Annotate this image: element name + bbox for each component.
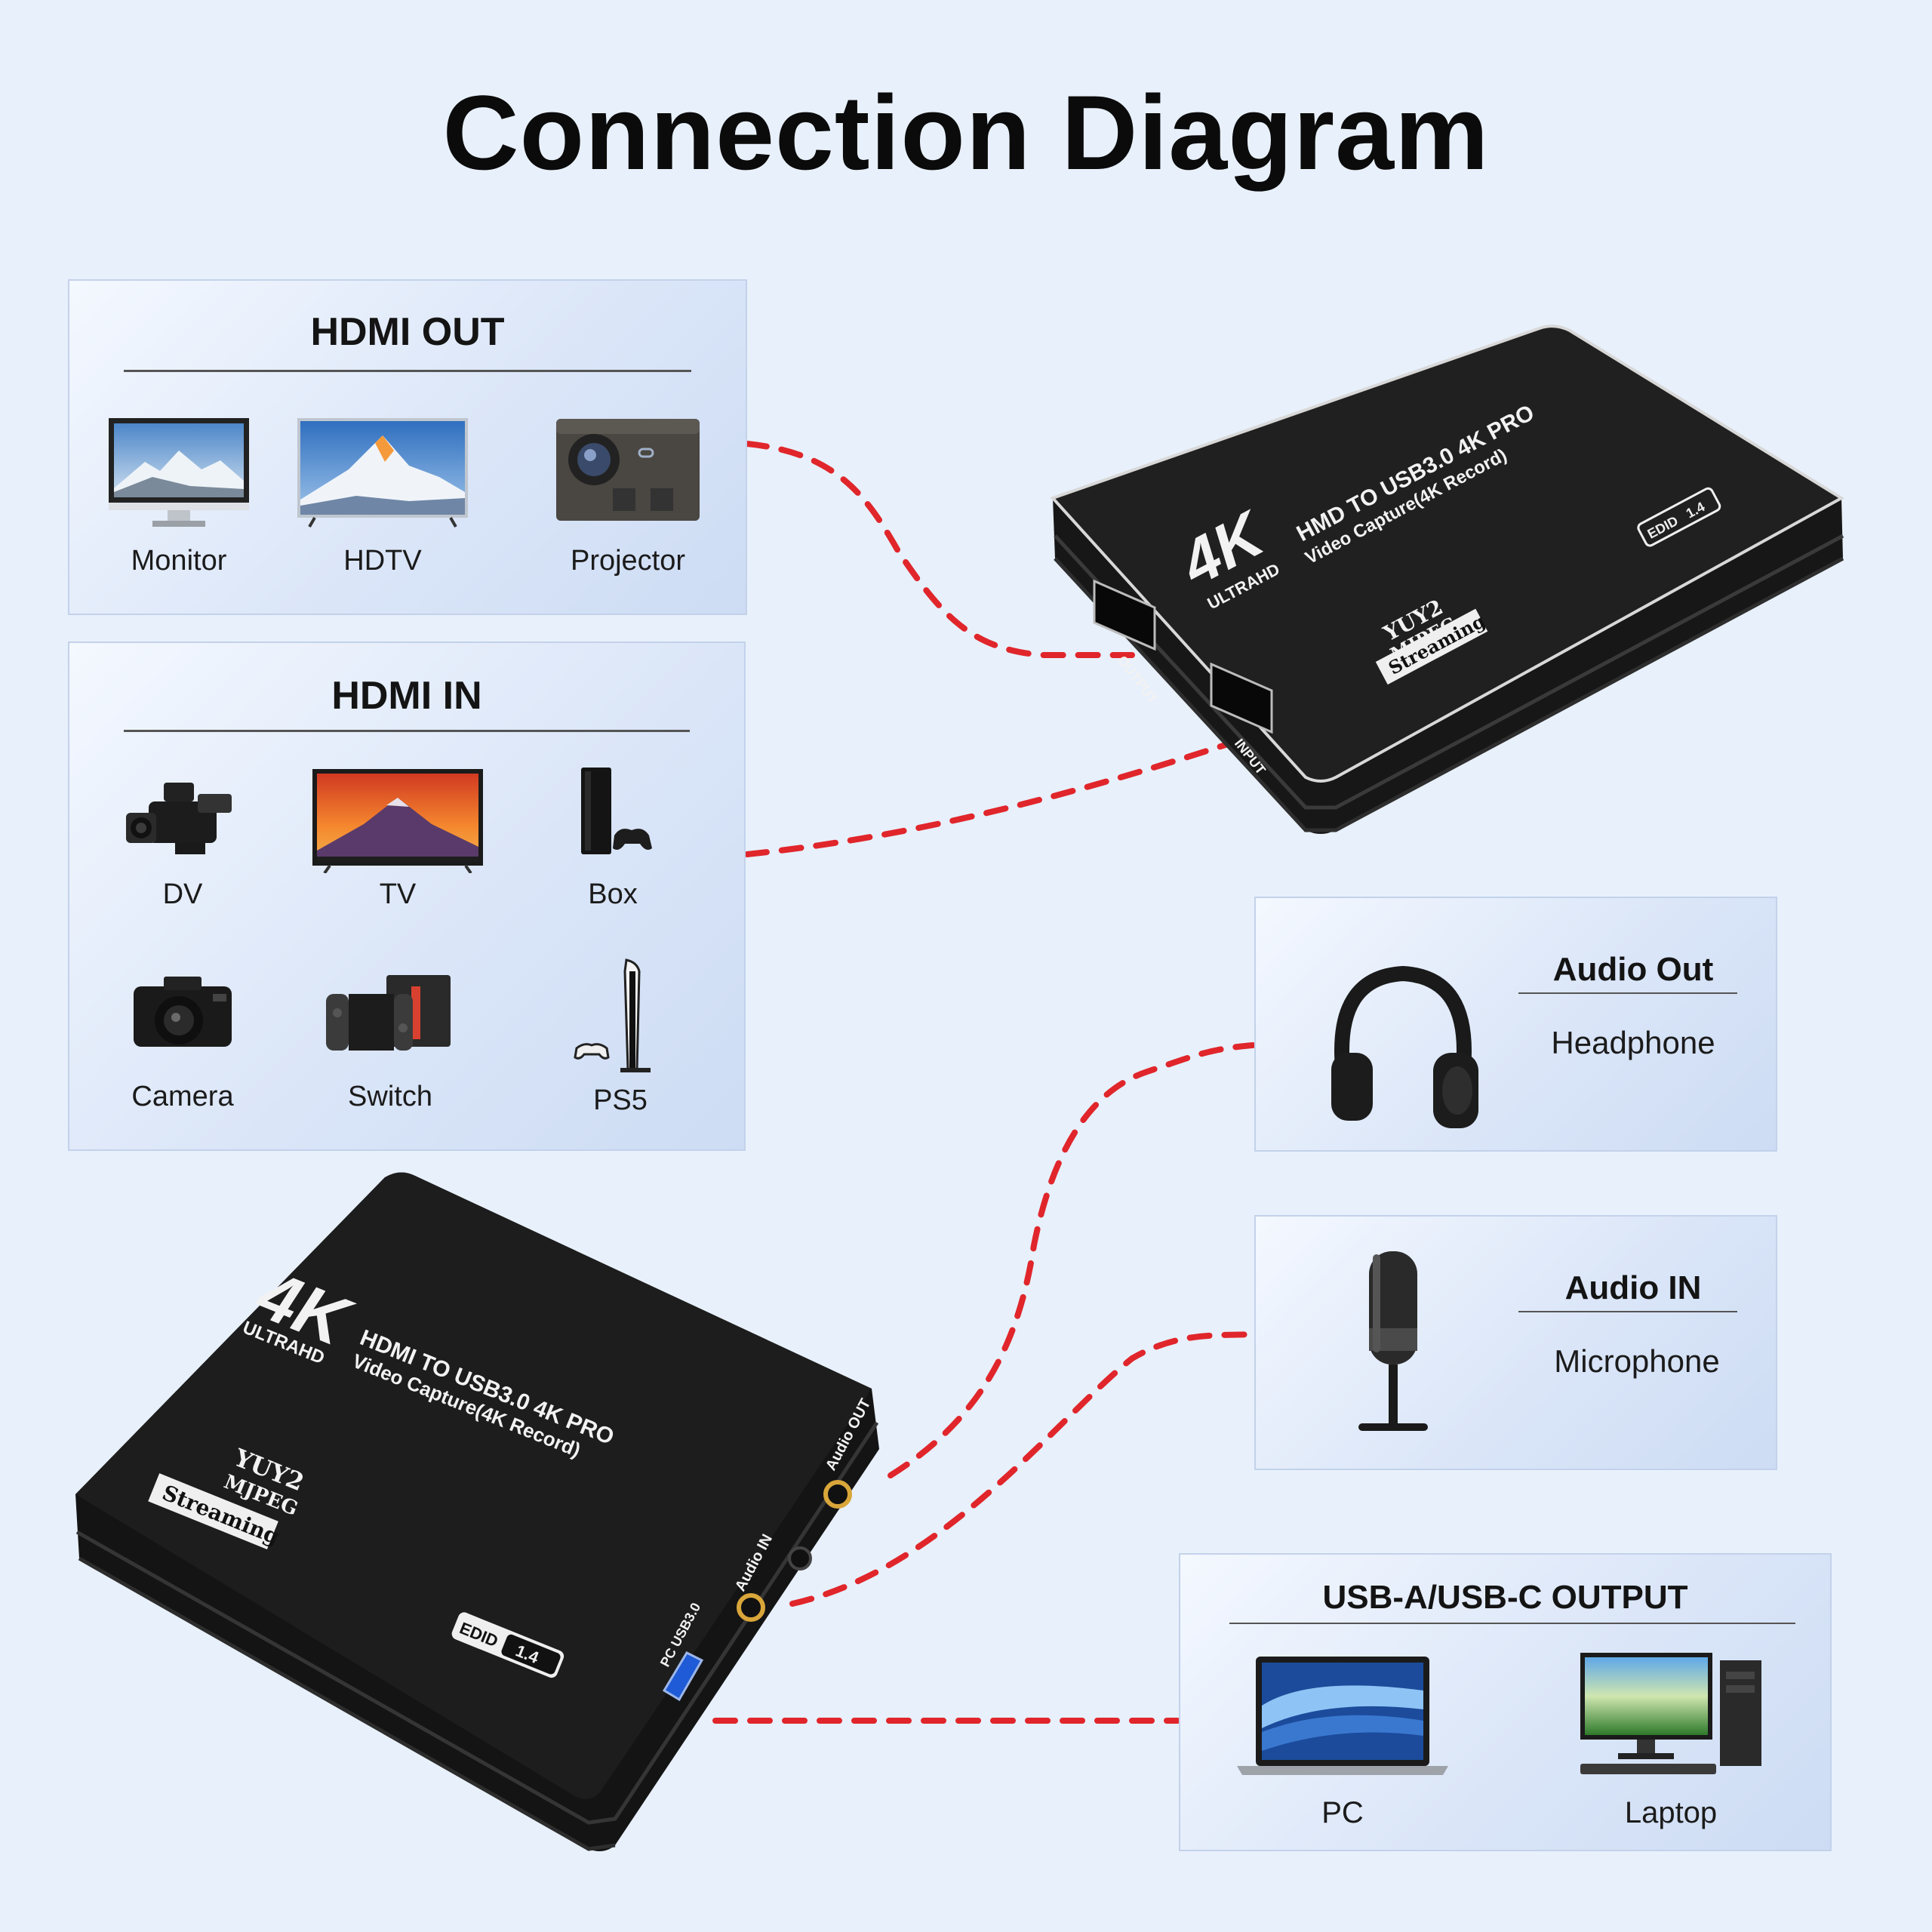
desktop-computer-icon xyxy=(1580,1653,1761,1774)
dv-label: DV xyxy=(162,878,203,910)
monitor-label: Monitor xyxy=(131,545,227,577)
ps5-item: PS5 xyxy=(560,956,681,1118)
audio-in-item: Microphone xyxy=(1554,1343,1720,1379)
box-item: Box xyxy=(552,764,673,922)
hdmi-out-panel: HDMI OUT Monitor xyxy=(68,279,747,615)
capture-device-bottom: 4K ULTRAHD HDMI TO USB3.0 4K PRO Video C… xyxy=(75,1172,879,1852)
console-box-icon xyxy=(581,768,652,854)
hdmi-in-heading: HDMI IN xyxy=(331,674,482,718)
pc-item: PC xyxy=(1229,1653,1456,1838)
audio-in-heading: Audio IN xyxy=(1564,1269,1702,1306)
usb-port xyxy=(662,1651,704,1702)
projector-item: Projector xyxy=(541,413,715,577)
tv-label: TV xyxy=(379,878,417,910)
hdtv-icon xyxy=(297,418,468,528)
box-label: Box xyxy=(588,878,638,910)
hdmi-in-connector xyxy=(744,740,1233,857)
audio-out-jack xyxy=(823,1480,852,1509)
laptop-label: Laptop xyxy=(1624,1796,1718,1829)
usb-output-panel: USB-A/USB-C OUTPUT PC xyxy=(1179,1553,1832,1851)
switch-label: Switch xyxy=(348,1081,432,1112)
hdmi-in-panel: HDMI IN DV xyxy=(68,641,746,1151)
hdmi-output-port xyxy=(1093,579,1156,651)
laptop-item: Laptop xyxy=(1569,1649,1773,1838)
camera-item: Camera xyxy=(115,968,251,1118)
monitor-item: Monitor xyxy=(103,417,254,577)
ps5-label: PS5 xyxy=(593,1084,648,1116)
divider xyxy=(1518,1311,1737,1312)
switch-item: Switch xyxy=(315,971,466,1118)
audio-out-panel: Audio Out Headphone xyxy=(1254,897,1777,1152)
hdtv-label: HDTV xyxy=(343,545,422,577)
laptop-icon xyxy=(1237,1657,1448,1775)
hdmi-input-port xyxy=(1210,662,1273,734)
hdmi-out-connector xyxy=(744,441,1135,658)
headphone-icon xyxy=(1331,965,1478,1128)
projector-icon xyxy=(556,419,700,521)
headphone-jack xyxy=(788,1546,812,1571)
divider xyxy=(124,730,690,732)
divider xyxy=(1229,1623,1795,1624)
audio-in-connector xyxy=(789,1331,1256,1607)
camera-label: Camera xyxy=(131,1081,234,1112)
divider xyxy=(124,370,691,372)
projector-label: Projector xyxy=(570,545,686,577)
game-switch-icon xyxy=(326,975,451,1051)
capture-device-top: 4K ULTRAHD HMD TO USB3.0 4K PRO Video Ca… xyxy=(1050,325,1844,834)
audio-out-heading: Audio Out xyxy=(1552,951,1714,988)
camera-icon xyxy=(134,977,232,1047)
camcorder-icon xyxy=(126,783,232,854)
dv-item: DV xyxy=(115,771,251,922)
page-title: Connection Diagram xyxy=(442,73,1490,192)
audio-out-connector xyxy=(888,1042,1256,1478)
ps5-console-icon xyxy=(574,958,651,1072)
audio-in-jack xyxy=(737,1593,765,1622)
divider xyxy=(1518,992,1737,994)
monitor-icon xyxy=(109,418,249,527)
hdtv-item: HDTV xyxy=(296,417,469,577)
usb-output-heading: USB-A/USB-C OUTPUT xyxy=(1322,1579,1688,1616)
hdmi-out-heading: HDMI OUT xyxy=(310,310,505,354)
microphone-icon xyxy=(1358,1251,1428,1431)
tv-item: TV xyxy=(311,768,485,922)
tv-icon xyxy=(312,769,483,873)
audio-in-panel: Audio IN Microphone xyxy=(1254,1215,1777,1470)
pc-label: PC xyxy=(1321,1796,1364,1829)
audio-out-item: Headphone xyxy=(1551,1025,1715,1060)
